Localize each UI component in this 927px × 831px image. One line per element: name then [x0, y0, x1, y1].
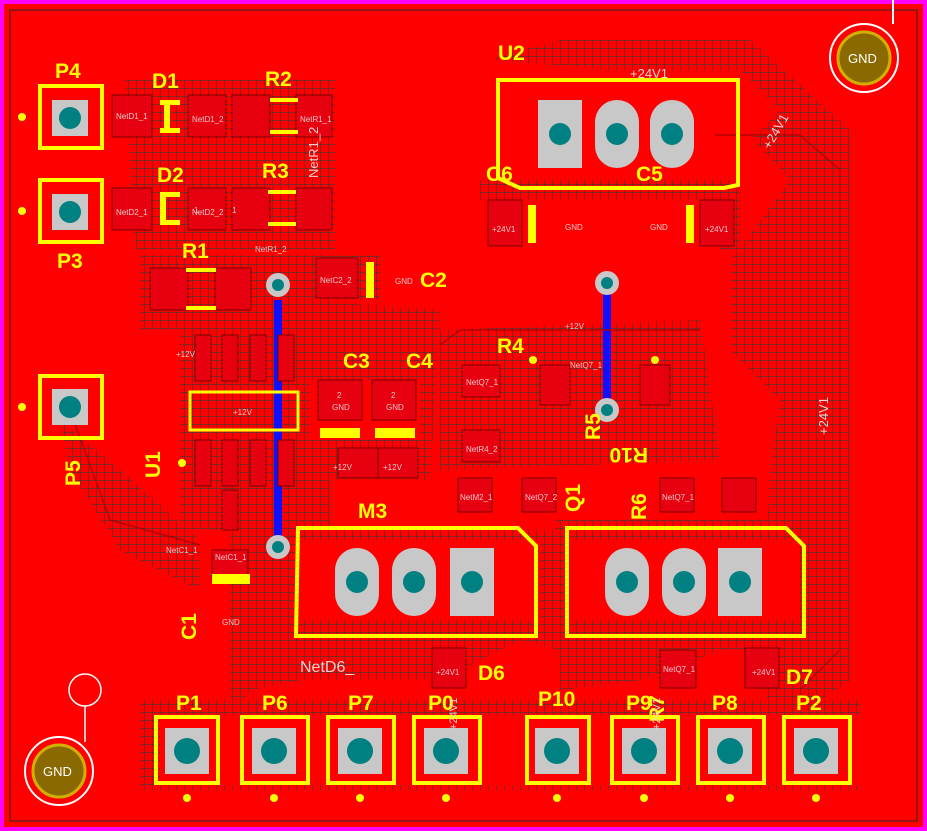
- designator-p9: P9: [626, 692, 652, 715]
- designator-d2: D2: [157, 164, 184, 187]
- designator-m3: M3: [358, 500, 387, 523]
- pad-label: NetR4_2: [466, 445, 498, 454]
- mount-hole-label: GND: [43, 764, 72, 779]
- mounting-hole-bottom-left: GND: [24, 673, 102, 806]
- silk-dots: [18, 113, 820, 802]
- pad-label: NetR1_1: [300, 115, 332, 124]
- designator-p3: P3: [57, 250, 83, 273]
- pad-label: 2: [337, 391, 342, 400]
- pad-label: NetC1_1: [166, 546, 198, 555]
- pad-label: NetQ7_2: [525, 493, 558, 502]
- pad-label: GND: [565, 223, 583, 232]
- designator-p2: P2: [796, 692, 822, 715]
- net-label-24v-p0: +24V1: [448, 698, 460, 730]
- designator-d6: D6: [478, 662, 505, 685]
- pad-label: GND: [332, 403, 350, 412]
- board-inner-edge: [9, 9, 918, 822]
- designator-r4: R4: [497, 335, 524, 358]
- designator-r10: R10: [609, 443, 648, 466]
- pad-label: NetD1_2: [192, 115, 224, 124]
- pad-label: +12V: [565, 322, 585, 331]
- u1-outline: [188, 390, 300, 432]
- pad-label: NetM2_1: [460, 493, 493, 502]
- pad-label: +24V1: [705, 225, 729, 234]
- net-label-netr1: NetR1_2: [306, 127, 321, 178]
- pad-label: NetQ7_1: [466, 378, 499, 387]
- designator-u1: U1: [142, 451, 165, 478]
- designator-p10: P10: [538, 688, 575, 711]
- designator-r1: R1: [182, 240, 209, 263]
- pad-label: NetR1_2: [255, 245, 287, 254]
- net-label-netd6: NetD6_: [300, 659, 355, 676]
- pad-label: +24V1: [492, 225, 516, 234]
- designator-q1: Q1: [562, 484, 585, 512]
- pad-label: NetC1_1: [215, 553, 247, 562]
- designator-c1: C1: [178, 613, 201, 640]
- designator-r5: R5: [582, 413, 605, 440]
- u1-net-label: +12V: [233, 408, 253, 417]
- pad-label: NetQ7_1: [570, 361, 603, 370]
- designator-d1: D1: [152, 70, 179, 93]
- pad-label: GND: [222, 618, 240, 627]
- u1-pins: [194, 334, 295, 531]
- vias: [266, 271, 619, 559]
- mount-hole-label: GND: [848, 51, 877, 66]
- pad-label: +12V: [176, 350, 196, 359]
- pad-label: NetC2_2: [320, 276, 352, 285]
- designator-d7: D7: [786, 666, 813, 689]
- pad-label: 2: [391, 391, 396, 400]
- designator-r7: R7: [646, 695, 669, 722]
- pad-label: GND: [395, 277, 413, 286]
- pad-label: 1: [194, 206, 199, 215]
- th-pads: [52, 100, 838, 774]
- designator-c3: C3: [343, 350, 370, 373]
- pad-label: NetD2_2: [192, 208, 224, 217]
- designator-p0: P0: [428, 692, 454, 715]
- mounting-hole-top-right: GND: [829, 23, 899, 93]
- designator-p5: P5: [62, 460, 85, 486]
- pad-label: NetD1_1: [116, 112, 148, 121]
- net-label-24v-p9: +24V1: [651, 698, 663, 730]
- designator-c2: C2: [420, 269, 447, 292]
- net-label-24v-top: +24V1: [630, 66, 668, 81]
- pad-label: NetQ7_1: [663, 665, 696, 674]
- silk-brackets: [160, 98, 694, 584]
- smd-pads: [111, 94, 780, 689]
- designator-c5: C5: [636, 163, 663, 186]
- silk-outlines: [38, 78, 852, 785]
- top-traces: [69, 134, 841, 691]
- designator-c4: C4: [406, 350, 433, 373]
- designator-p4: P4: [55, 60, 81, 83]
- pad-label: NetD2_1: [116, 208, 148, 217]
- designator-p6: P6: [262, 692, 288, 715]
- pad-label: +24V1: [752, 668, 776, 677]
- designator-p7: P7: [348, 692, 374, 715]
- designator-p1: P1: [176, 692, 202, 715]
- designator-r6: R6: [628, 493, 651, 520]
- pad-label: +24V1: [436, 668, 460, 677]
- designators: U2 P4 D1 R2 D2 R3 P3 R1 C2 C6 C5 C3 C4 R…: [55, 42, 822, 722]
- pad-label: 1: [232, 206, 237, 215]
- pad-label: GND: [650, 223, 668, 232]
- pad-label: GND: [386, 403, 404, 412]
- pad-label: +12V: [383, 463, 403, 472]
- pad-label: +12V: [333, 463, 353, 472]
- net-label-24v-side: +24V1: [816, 397, 831, 435]
- designator-r2: R2: [265, 68, 292, 91]
- pad-label: NetQ7_1: [662, 493, 695, 502]
- designator-u2: U2: [498, 42, 525, 65]
- designator-c6: C6: [486, 163, 513, 186]
- designator-p8: P8: [712, 692, 738, 715]
- designator-r3: R3: [262, 160, 289, 183]
